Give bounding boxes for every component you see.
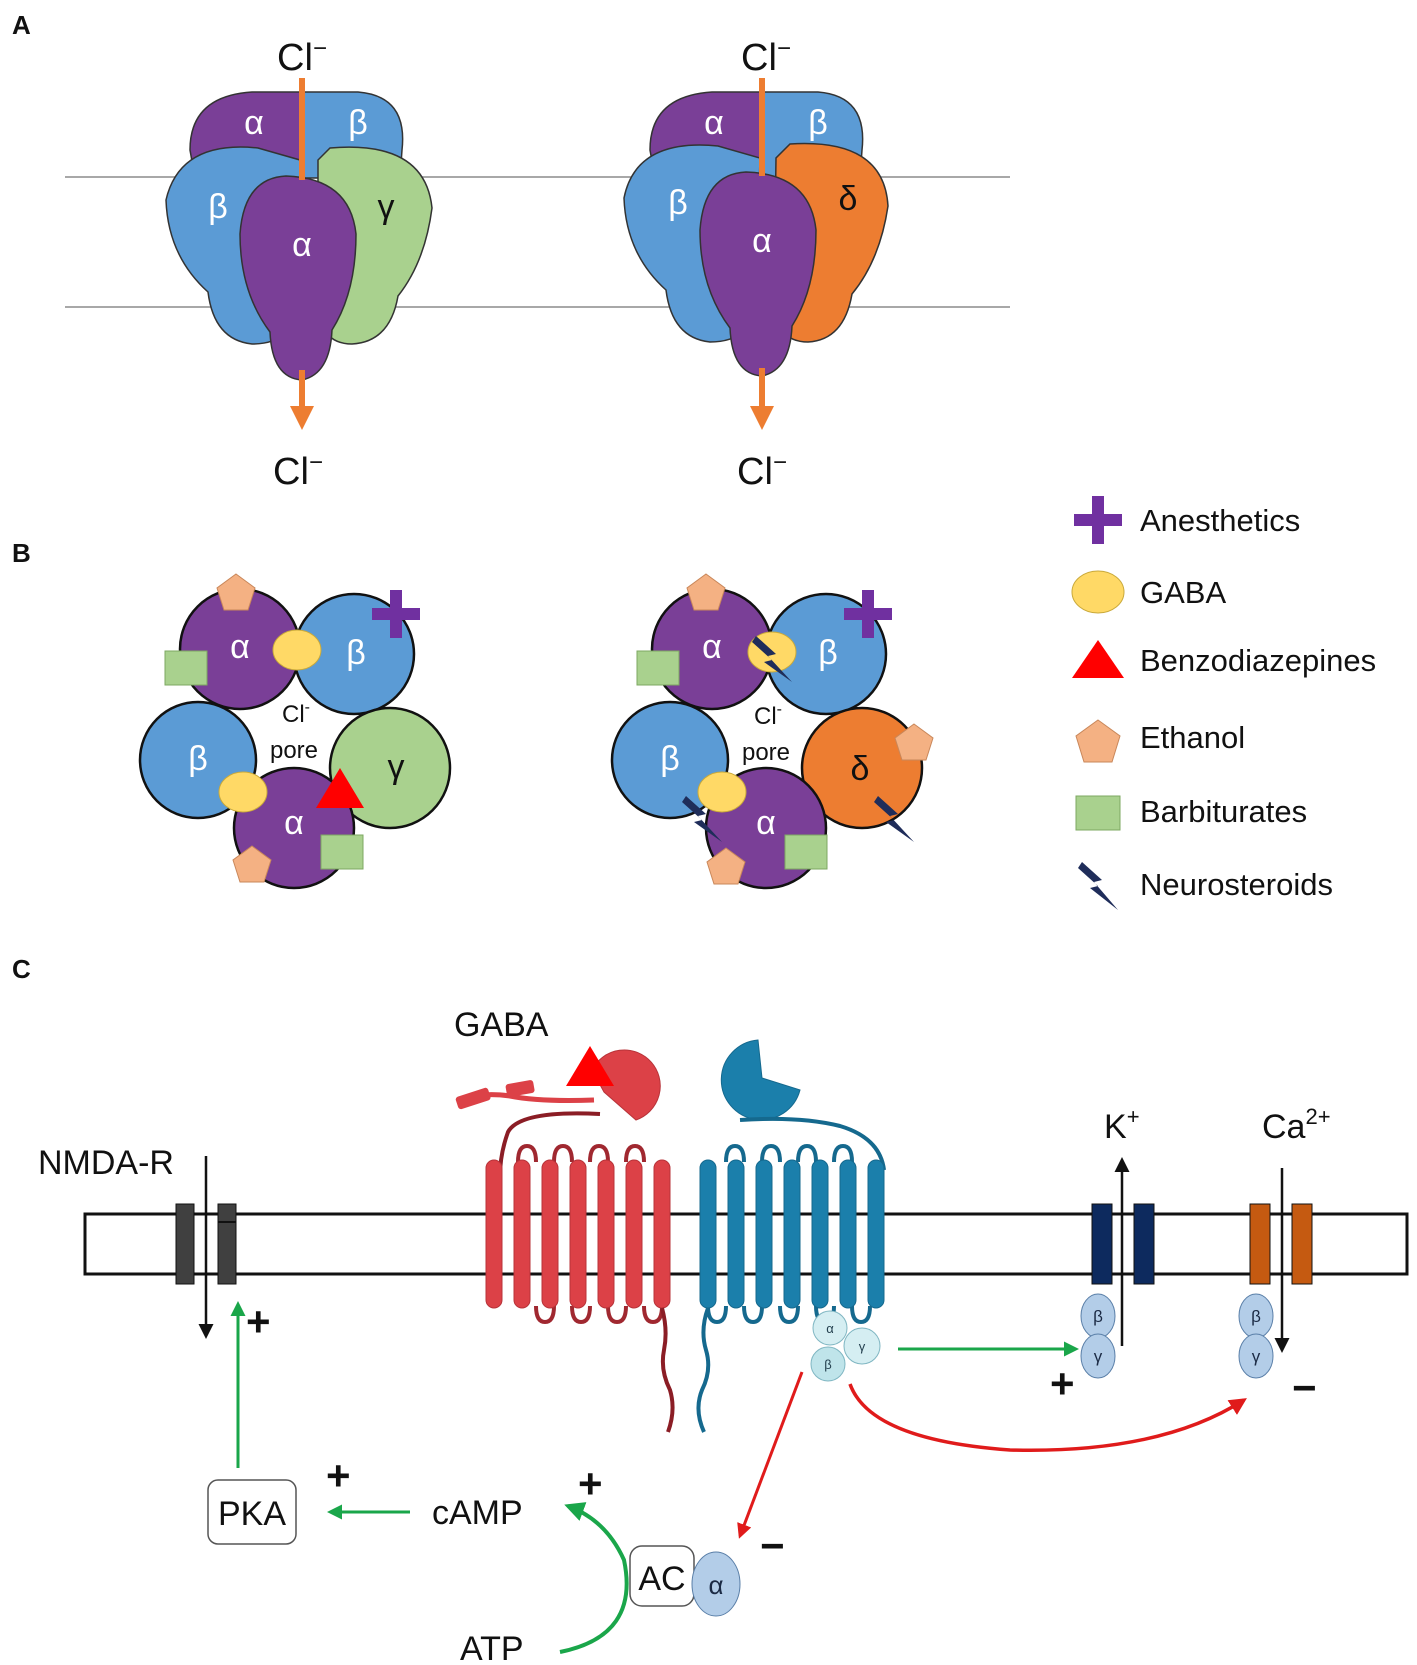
g-gamma-label: γ	[859, 1339, 866, 1354]
atp-label: ATP	[460, 1630, 524, 1665]
ethanol-icon	[686, 573, 726, 611]
subunit-label: β	[346, 634, 366, 672]
subunit-label: α	[702, 628, 722, 666]
triangle-icon	[1072, 640, 1124, 678]
ac-label: AC	[638, 1560, 685, 1598]
gaba-label: GABA	[454, 1006, 549, 1044]
subunit-label: α	[756, 804, 776, 842]
g-gamma-label: γ	[1094, 1347, 1103, 1366]
panel-a-label: A	[12, 10, 31, 40]
legend-label: Ethanol	[1140, 720, 1245, 755]
panel-c-label: C	[12, 954, 31, 984]
square-icon	[1075, 795, 1121, 831]
chloride-label-top: Cl−	[741, 35, 791, 79]
cell-membrane	[83, 1212, 1409, 1276]
subunit-label: α	[292, 226, 312, 264]
pka-plus-sign: +	[326, 1452, 351, 1499]
ac-minus-sign: −	[760, 1522, 785, 1569]
subunit-label: δ	[851, 750, 870, 788]
subunit-label: β	[808, 104, 828, 142]
gabab1-receptor	[455, 1046, 675, 1433]
receptor-a-delta: α β β α δ	[623, 78, 889, 430]
subunit-label: α	[244, 104, 264, 142]
nmda-plus-sign: +	[246, 1298, 271, 1345]
g-beta-label: β	[824, 1357, 831, 1372]
pka-box: PKA	[207, 1479, 297, 1545]
gbg-to-ca-arrow	[848, 1383, 1247, 1453]
legend-label: GABA	[1140, 575, 1226, 610]
barbiturate-icon	[320, 834, 364, 870]
pore-b-gamma: α β β α γ Cl- pore	[138, 573, 452, 890]
subunit-label: β	[818, 634, 838, 672]
subunit-label: β	[348, 104, 368, 142]
lightning-icon	[1078, 862, 1118, 910]
subunit-label: α	[704, 104, 724, 142]
gaba-icon	[218, 771, 268, 813]
subunit-label: β	[208, 188, 228, 226]
camp-plus-sign: +	[578, 1460, 603, 1507]
chloride-label-bottom: Cl−	[737, 449, 787, 493]
gaba-icon	[272, 629, 322, 671]
subunit-label: γ	[378, 188, 395, 226]
legend-label: Neurosteroids	[1140, 867, 1333, 902]
subunit-label: β	[668, 184, 688, 222]
pentagon-icon	[1075, 719, 1121, 763]
pore-b-delta: α β β α δ Cl- pore	[610, 573, 934, 890]
g-beta-label: β	[1093, 1307, 1103, 1326]
nmda-label: NMDA-R	[38, 1144, 174, 1182]
atp-to-camp-arrow	[559, 1502, 629, 1654]
barbiturate-icon	[636, 650, 680, 686]
ac-alpha-label: α	[708, 1570, 723, 1600]
panel-b-label: B	[12, 538, 31, 568]
legend-label: Barbiturates	[1140, 794, 1307, 829]
pore-label: Cl-	[754, 701, 782, 730]
ellipse-icon	[1071, 570, 1125, 614]
chloride-label-top: Cl−	[277, 35, 327, 79]
pore-label: pore	[742, 739, 790, 766]
ca-channel: β γ	[1238, 1168, 1313, 1379]
barbiturate-icon	[164, 650, 208, 686]
receptor-a-gamma: α β β α γ	[165, 78, 433, 430]
legend-label: Anesthetics	[1140, 503, 1300, 538]
subunit-label: β	[188, 740, 208, 778]
galpha-to-ac-arrow	[737, 1371, 804, 1539]
g-beta-label: β	[1251, 1307, 1261, 1326]
k-label: K+	[1104, 1104, 1140, 1146]
subunit-label: γ	[388, 748, 405, 786]
pore-label: pore	[270, 737, 318, 764]
g-protein-trimer: α γ β	[810, 1310, 881, 1382]
camp-label: cAMP	[432, 1494, 523, 1532]
subunit-label: α	[230, 628, 250, 666]
ca-label: Ca2+	[1262, 1104, 1331, 1146]
legend-label: Benzodiazepines	[1140, 643, 1376, 678]
nmda-receptor	[175, 1156, 237, 1339]
subunit-label: α	[752, 222, 772, 260]
g-alpha-label: α	[826, 1321, 834, 1336]
gaba-icon	[697, 771, 747, 813]
chloride-label-bottom: Cl−	[273, 449, 323, 493]
pka-label: PKA	[218, 1495, 286, 1533]
subunit-label: β	[660, 740, 680, 778]
k-plus-sign: +	[1050, 1360, 1075, 1407]
gabab2-receptor	[696, 1039, 886, 1433]
legend: Anesthetics GABA Benzodiazepines Ethanol…	[1071, 496, 1376, 910]
k-channel: β γ	[1080, 1157, 1155, 1379]
pore-label: Cl-	[282, 699, 310, 728]
barbiturate-icon	[784, 834, 828, 870]
plus-icon	[1074, 496, 1122, 544]
ethanol-icon	[216, 573, 256, 611]
subunit-label: δ	[839, 180, 858, 218]
adenylyl-cyclase: AC α	[629, 1545, 741, 1617]
ca-minus-sign: −	[1292, 1364, 1317, 1411]
subunit-label: α	[284, 804, 304, 842]
g-gamma-label: γ	[1252, 1347, 1261, 1366]
